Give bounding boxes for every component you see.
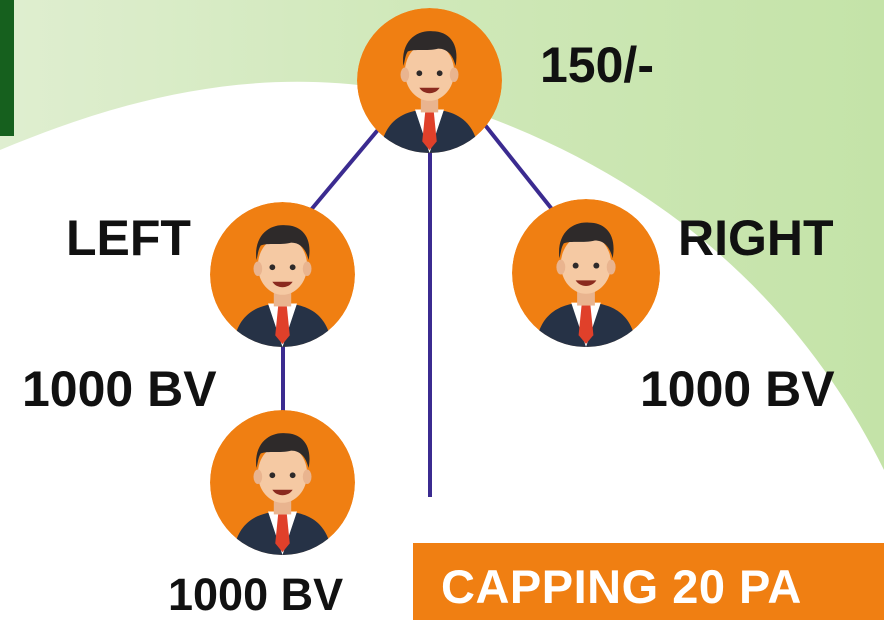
background-green-swoosh <box>0 0 884 470</box>
capping-banner: CAPPING 20 PA <box>413 543 884 620</box>
left-child-node-avatar <box>210 410 355 555</box>
right-node-avatar <box>512 199 660 347</box>
edge-bar <box>0 0 14 136</box>
businessman-avatar-icon <box>210 202 355 347</box>
businessman-avatar-icon <box>357 8 502 153</box>
businessman-avatar-icon <box>210 410 355 555</box>
left-node-value: 1000 BV <box>22 361 217 417</box>
top-node-avatar <box>357 8 502 153</box>
left-side-label: LEFT <box>66 210 191 266</box>
left-node-avatar <box>210 202 355 347</box>
right-node-value: 1000 BV <box>640 361 835 417</box>
left-child-node-value: 1000 BV <box>168 569 344 620</box>
top-node-value: 150/- <box>540 37 654 93</box>
businessman-avatar-icon <box>512 199 660 347</box>
connector-top-left <box>303 123 384 219</box>
connector-top-right <box>483 123 557 215</box>
right-side-label: RIGHT <box>678 210 834 266</box>
capping-text: CAPPING 20 PA <box>441 560 802 613</box>
